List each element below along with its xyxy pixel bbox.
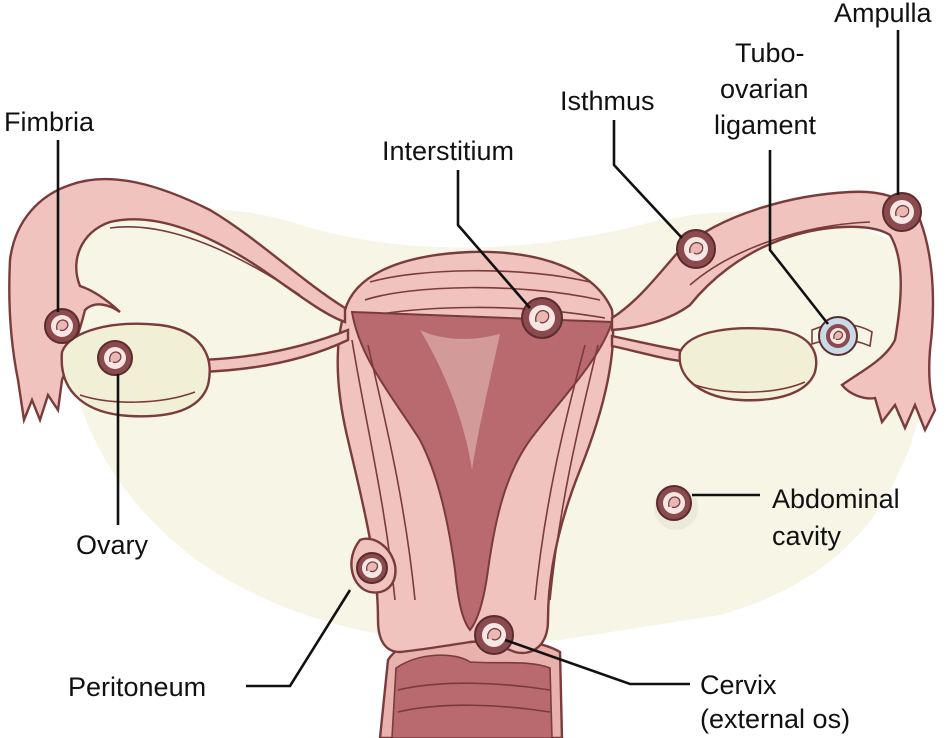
embryo-fimbria-icon — [44, 308, 80, 344]
embryo-ampulla-icon — [882, 192, 922, 232]
right-ovary — [678, 327, 818, 402]
leader-isthmus — [612, 120, 683, 239]
label-ampulla: Ampulla — [834, 0, 933, 28]
uterus — [336, 250, 615, 655]
label-cervix-1: Cervix — [700, 670, 777, 700]
leader-tubo-ovarian — [768, 150, 830, 325]
label-isthmus: Isthmus — [560, 86, 655, 116]
leader-cervix — [504, 638, 690, 686]
left-ovary — [60, 322, 211, 418]
label-interstitium: Interstitium — [382, 136, 514, 166]
leader-peritoneum — [246, 589, 352, 688]
label-tubo-ovarian-1: Tubo- — [735, 38, 805, 68]
label-ovary: Ovary — [76, 530, 149, 560]
leader-interstitium — [456, 170, 531, 309]
embryo-abdominal-icon — [654, 485, 698, 530]
label-abdominal-1: Abdominal — [772, 484, 900, 514]
embryo-isthmus-icon — [676, 229, 716, 269]
label-fimbria: Fimbria — [4, 107, 95, 137]
embryo-peritoneum-icon — [350, 537, 397, 594]
left-ovarian-ligament — [198, 328, 350, 374]
label-tubo-ovarian-2: ovarian — [720, 74, 809, 104]
embryo-tubo-ovarian-icon — [818, 316, 858, 356]
cervix-region — [378, 633, 564, 738]
label-peritoneum: Peritoneum — [68, 672, 206, 702]
embryo-interstitium-icon — [521, 297, 563, 339]
label-abdominal-2: cavity — [772, 521, 842, 551]
label-tubo-ovarian-3: ligament — [714, 110, 817, 140]
label-cervix-2: (external os) — [700, 704, 850, 734]
embryo-ovary-icon — [97, 340, 133, 376]
embryo-cervix-icon — [474, 615, 514, 655]
